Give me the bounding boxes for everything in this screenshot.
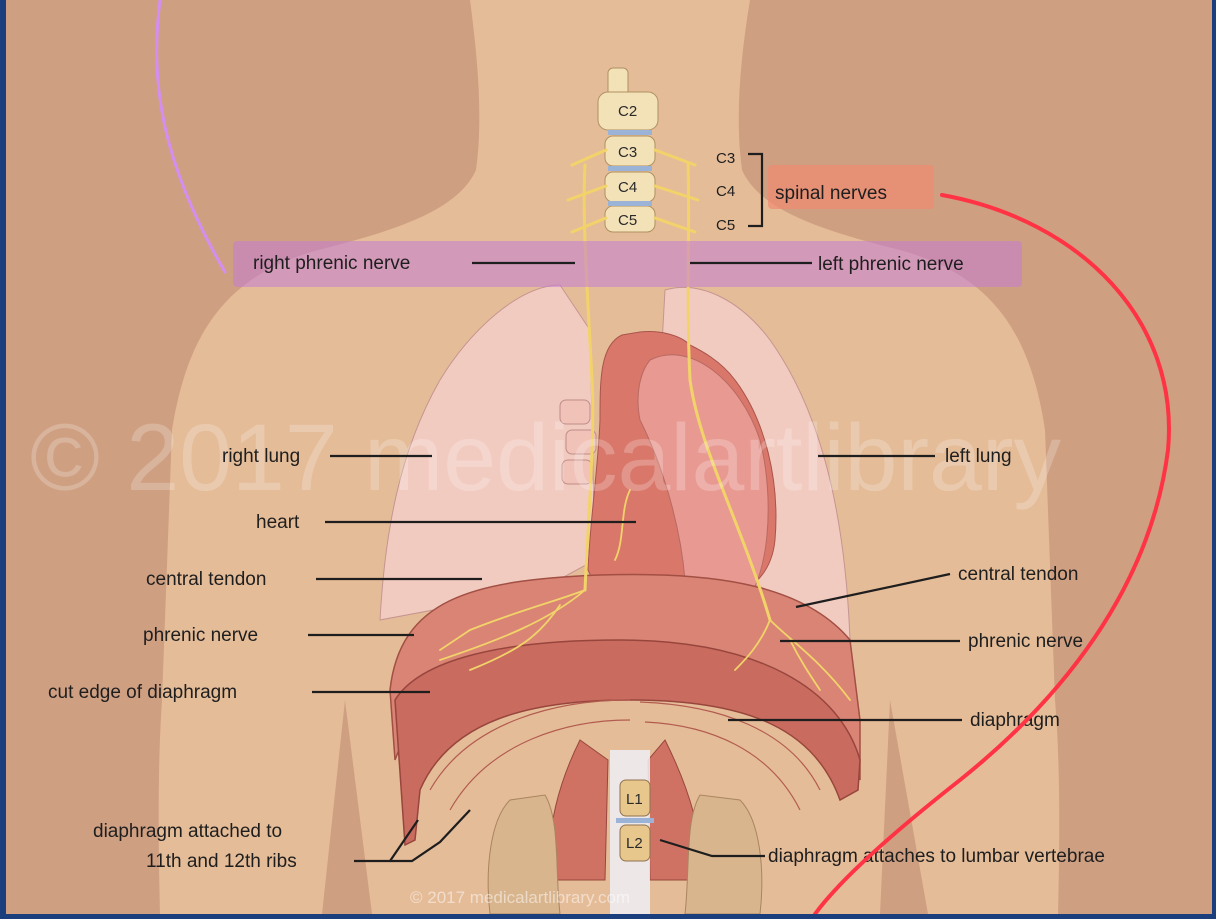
vertebra-c3: C3: [618, 144, 637, 161]
vertebra-l2: L2: [626, 835, 643, 852]
vertebra-c5: C5: [618, 212, 637, 229]
vertebra-c4: C4: [618, 179, 637, 196]
label-lumbar-attachment: diaphragm attaches to lumbar vertebrae: [768, 846, 1105, 867]
spinal-level-c3: C3: [716, 150, 735, 167]
label-spinal-nerves: spinal nerves: [775, 183, 887, 204]
label-central-tendon-right: central tendon: [958, 564, 1078, 585]
label-right-lung: right lung: [222, 446, 300, 467]
label-left-phrenic-nerve: left phrenic nerve: [818, 254, 964, 275]
label-left-lung: left lung: [945, 446, 1012, 467]
label-cut-edge-of-diaphragm: cut edge of diaphragm: [48, 682, 237, 703]
vertebra-c2: C2: [618, 103, 637, 120]
spinal-level-c5: C5: [716, 217, 735, 234]
label-heart: heart: [256, 512, 300, 533]
watermark-large: © 2017 medicalartlibrary: [30, 405, 1061, 511]
label-phrenic-nerve-left: phrenic nerve: [143, 625, 258, 646]
label-right-phrenic-nerve: right phrenic nerve: [253, 253, 410, 274]
vertebra-l1: L1: [626, 791, 643, 808]
label-ribs-line1: diaphragm attached to: [93, 821, 282, 842]
watermark-small: © 2017 medicalartlibrary.com: [410, 888, 630, 907]
label-diaphragm: diaphragm: [970, 710, 1060, 731]
label-phrenic-nerve-right: phrenic nerve: [968, 631, 1083, 652]
label-central-tendon-left: central tendon: [146, 569, 266, 590]
spinal-level-c4: C4: [716, 183, 735, 200]
label-ribs-line2: 11th and 12th ribs: [146, 851, 297, 872]
